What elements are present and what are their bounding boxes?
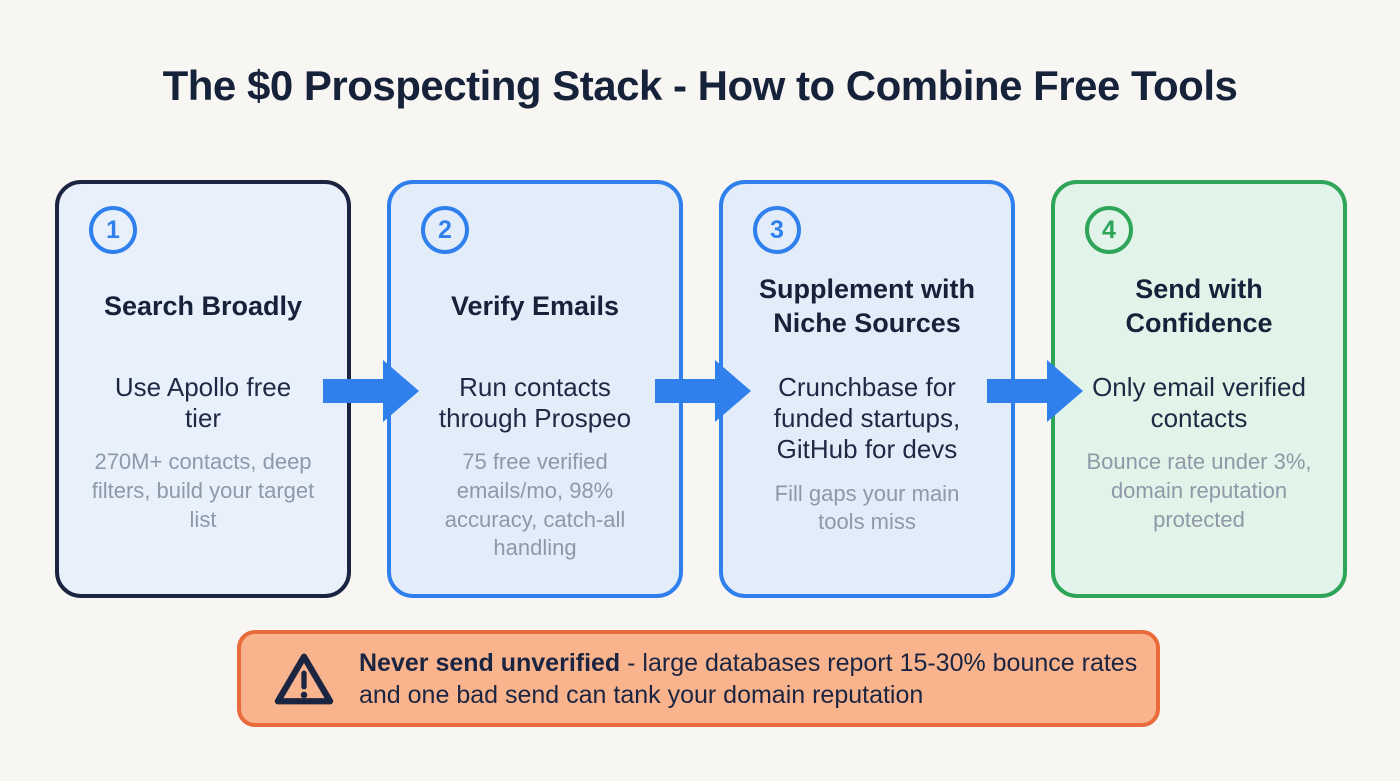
step-number-badge: 1 — [89, 206, 137, 254]
step-card-search-broadly: 1 Search Broadly Use Apollo free tier 27… — [55, 180, 351, 598]
page-title: The $0 Prospecting Stack - How to Combin… — [162, 62, 1238, 109]
arrow-shaft — [323, 379, 383, 403]
step-card-supplement-niche-sources: 3 Supplement with Niche Sources Crunchba… — [719, 180, 1015, 598]
arrow-shaft — [655, 379, 715, 403]
step-subtitle: Run contacts through Prospeo — [438, 372, 632, 434]
arrow-right-icon — [323, 360, 419, 422]
step-number-badge: 3 — [753, 206, 801, 254]
arrow-right-icon — [987, 360, 1083, 422]
warning-text-rest: - large databases report 15-30% bounce r… — [359, 648, 1138, 709]
step-card-send-with-confidence: 4 Send with Confidence Only email verifi… — [1051, 180, 1347, 598]
step-description: 75 free verified emails/mo, 98% accuracy… — [444, 449, 626, 561]
arrow-head — [715, 360, 751, 422]
warning-text-bold: Never send unverified — [359, 648, 621, 677]
warning-triangle-icon — [274, 653, 334, 704]
step-card-verify-emails: 2 Verify Emails Run contacts through Pro… — [387, 180, 683, 598]
step-description: 270M+ contacts, deep filters, build your… — [91, 449, 315, 532]
step-number-badge: 2 — [421, 206, 469, 254]
step-description: Fill gaps your main tools miss — [774, 480, 960, 535]
step-subtitle: Only email verified contacts — [1092, 372, 1306, 434]
step-title: Verify Emails — [450, 291, 620, 322]
step-subtitle: Crunchbase for funded startups, GitHub f… — [773, 372, 961, 465]
arrow-shaft — [987, 379, 1047, 403]
step-title: Search Broadly — [103, 291, 303, 322]
step-subtitle: Use Apollo free tier — [114, 372, 292, 434]
warning-banner: Never send unverified - large databases … — [237, 630, 1160, 727]
step-title: Send with Confidence — [1125, 274, 1273, 338]
warning-text: Never send unverified - large databases … — [359, 647, 1156, 711]
step-description: Bounce rate under 3%, domain reputation … — [1086, 449, 1312, 532]
arrow-head — [383, 360, 419, 422]
arrow-right-icon — [655, 360, 751, 422]
arrow-head — [1047, 360, 1083, 422]
step-title: Supplement with Niche Sources — [759, 274, 975, 338]
step-number-badge: 4 — [1085, 206, 1133, 254]
